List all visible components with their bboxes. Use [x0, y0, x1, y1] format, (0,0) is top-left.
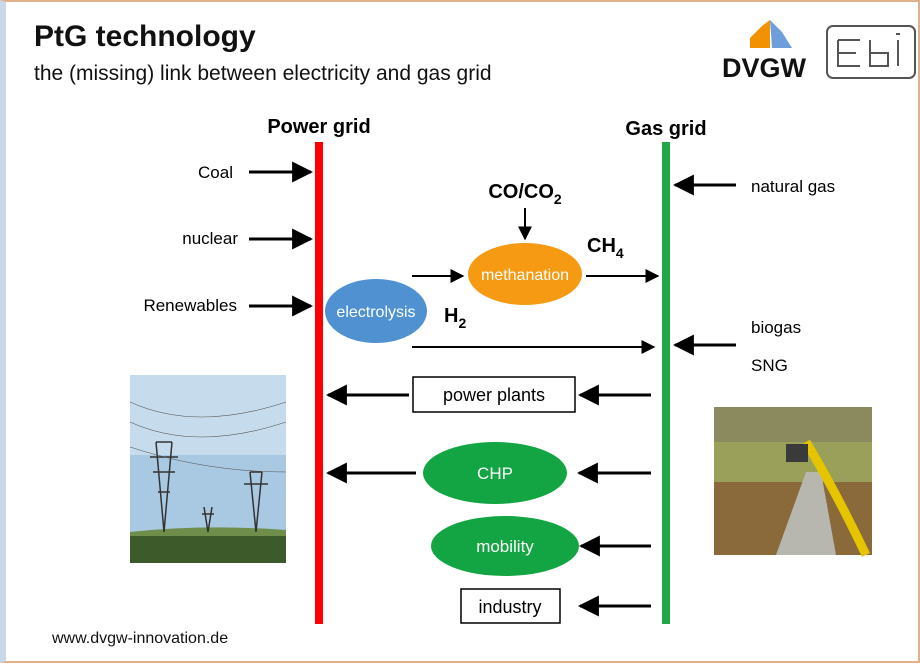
industry-label: industry — [478, 597, 541, 617]
gas-grid-label: Gas grid — [625, 118, 706, 140]
source-biogas: biogas — [751, 318, 801, 337]
ptg-diagram: Power grid Gas grid Coal nuclear Renewab… — [6, 2, 920, 665]
gas-grid-bar — [662, 142, 670, 624]
source-natural-gas: natural gas — [751, 177, 835, 196]
source-nuclear: nuclear — [182, 229, 238, 248]
source-sng: SNG — [751, 356, 788, 375]
chp-label: CHP — [477, 464, 513, 483]
power-grid-label: Power grid — [267, 116, 370, 138]
pipeline-photo — [714, 407, 872, 555]
ch4-label: CH4 — [587, 235, 624, 261]
co-co2-label: CO/CO2 — [488, 181, 562, 207]
mobility-label: mobility — [476, 537, 534, 556]
footer-url: www.dvgw-innovation.de — [52, 630, 228, 648]
power-lines-photo — [130, 375, 286, 563]
power-plants-label: power plants — [443, 385, 545, 405]
electrolysis-label: electrolysis — [336, 304, 415, 321]
h2-label: H2 — [444, 305, 466, 331]
source-coal: Coal — [198, 163, 233, 182]
power-grid-bar — [315, 142, 323, 624]
source-renewables: Renewables — [143, 296, 237, 315]
methanation-label: methanation — [481, 267, 569, 284]
